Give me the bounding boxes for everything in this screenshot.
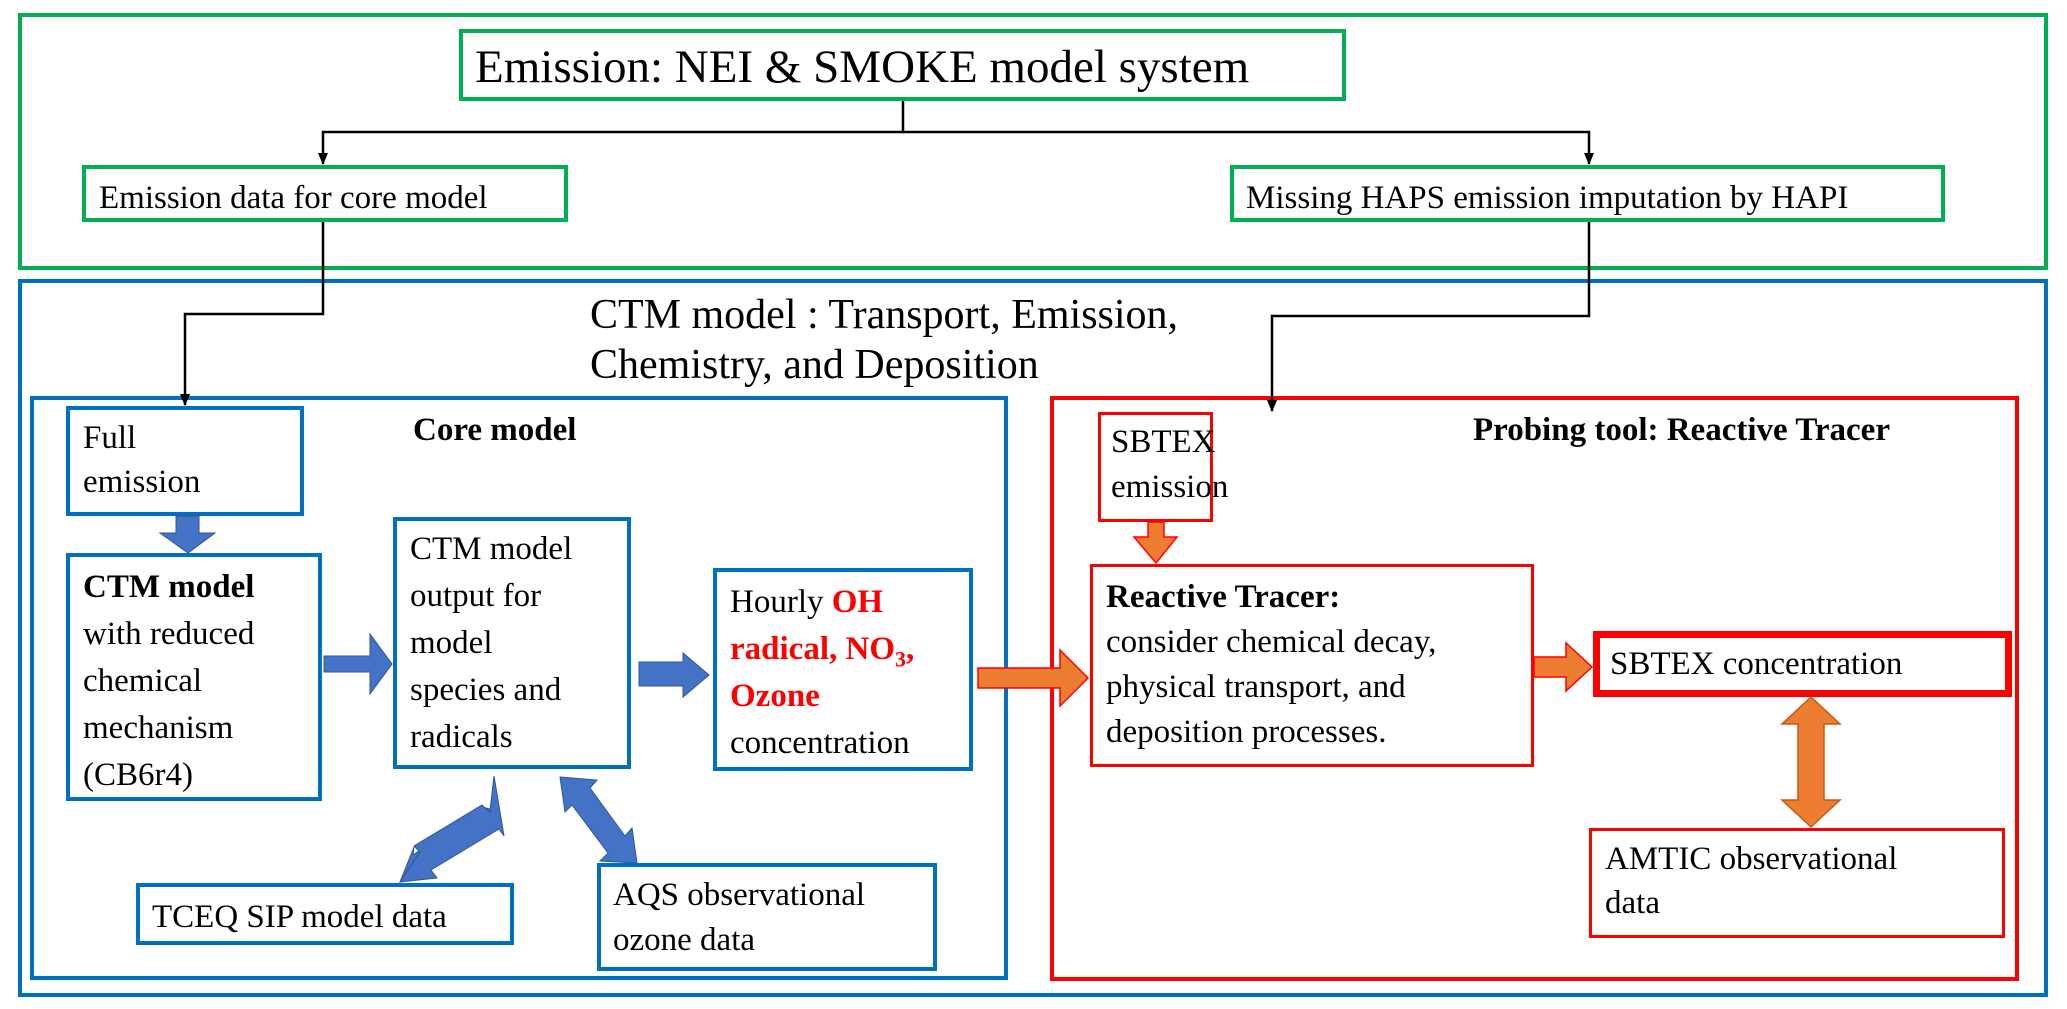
reactive-tracer-line3: deposition processes. bbox=[1106, 714, 1387, 750]
core-model-title: Core model bbox=[413, 412, 577, 448]
ctm-output-line4: species and bbox=[410, 672, 562, 708]
sbtex-emission-box-inner[interactable]: SBTEX emission bbox=[1098, 412, 1228, 522]
emission-system-title: Emission: NEI & SMOKE model system bbox=[475, 41, 1250, 93]
ctm-output-line5: radicals bbox=[410, 719, 513, 755]
hourly-subscript: 3 bbox=[894, 646, 906, 672]
ctm-model-line2: chemical bbox=[83, 663, 203, 699]
missing-haps-label: Missing HAPS emission imputation by HAPI bbox=[1246, 180, 1849, 216]
ctm-model-bold: CTM model bbox=[83, 569, 255, 605]
emission-data-core-box[interactable]: Emission data for core model bbox=[82, 165, 568, 222]
ctm-section-frame bbox=[18, 279, 2048, 997]
hourly-radical: radical, NO bbox=[730, 631, 895, 667]
hourly-suffix: concentration bbox=[730, 725, 910, 761]
hourly-line2: radical, NO3, bbox=[730, 629, 914, 673]
sbtex-concentration-box[interactable]: SBTEX concentration bbox=[1593, 631, 2012, 697]
hourly-line1: Hourly OH bbox=[730, 582, 883, 622]
aqs-line1: AQS observational bbox=[613, 877, 866, 913]
probing-tool-title: Probing tool: Reactive Tracer bbox=[1473, 412, 1890, 448]
missing-haps-box[interactable]: Missing HAPS emission imputation by HAPI bbox=[1230, 165, 1945, 222]
ctm-model-box[interactable]: CTM model with reduced chemical mechanis… bbox=[66, 553, 322, 801]
emission-data-core-label: Emission data for core model bbox=[99, 180, 488, 216]
hourly-ozone: Ozone bbox=[730, 678, 820, 714]
reactive-tracer-box[interactable]: Reactive Tracer: consider chemical decay… bbox=[1090, 564, 1534, 767]
hourly-comma: , bbox=[905, 631, 915, 667]
sbtex-emission-line2: emission bbox=[1111, 469, 1229, 505]
ctm-output-line3: model bbox=[410, 625, 493, 661]
emission-system-box[interactable]: Emission: NEI & SMOKE model system bbox=[459, 29, 1346, 101]
ctm-output-line2: output for bbox=[410, 578, 542, 614]
reactive-tracer-line2: physical transport, and bbox=[1106, 669, 1406, 705]
hourly-prefix: Hourly bbox=[730, 584, 832, 620]
tceq-box[interactable]: TCEQ SIP model data bbox=[136, 883, 514, 945]
ctm-section-title-line1: CTM model : Transport, Emission, bbox=[590, 292, 1179, 338]
sbtex-concentration-label: SBTEX concentration bbox=[1610, 646, 1903, 682]
hourly-oxidants-box[interactable]: Hourly OH radical, NO3, Ozone concentrat… bbox=[713, 568, 973, 771]
reactive-tracer-bold: Reactive Tracer: bbox=[1106, 579, 1341, 615]
full-emission-line1: Full bbox=[83, 420, 137, 456]
hourly-oh: OH bbox=[831, 584, 884, 620]
amtic-box[interactable]: AMTIC observational data bbox=[1589, 828, 2005, 938]
ctm-output-line1: CTM model bbox=[410, 531, 573, 567]
full-emission-line2: emission bbox=[83, 464, 201, 500]
ctm-output-box[interactable]: CTM model output for model species and r… bbox=[393, 517, 631, 769]
ctm-model-line4: (CB6r4) bbox=[83, 757, 193, 793]
ctm-model-line1: with reduced bbox=[83, 616, 255, 652]
aqs-box[interactable]: AQS observational ozone data bbox=[597, 863, 937, 971]
emission-section-frame bbox=[18, 13, 2048, 270]
full-emission-box[interactable]: Full emission bbox=[66, 406, 304, 516]
ctm-model-line3: mechanism bbox=[83, 710, 234, 746]
reactive-tracer-line1: consider chemical decay, bbox=[1106, 624, 1437, 660]
amtic-line1: AMTIC observational bbox=[1605, 841, 1898, 877]
sbtex-emission-line1: SBTEX bbox=[1111, 424, 1216, 460]
amtic-line2: data bbox=[1605, 885, 1660, 921]
ctm-section-title-line2: Chemistry, and Deposition bbox=[590, 342, 1039, 388]
tceq-label: TCEQ SIP model data bbox=[152, 899, 447, 935]
aqs-line2: ozone data bbox=[613, 922, 756, 958]
